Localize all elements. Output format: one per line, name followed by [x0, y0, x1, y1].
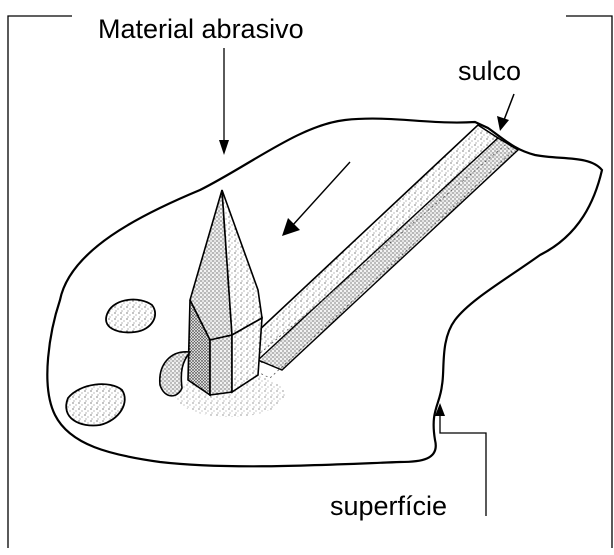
- pebble-upper: [106, 300, 155, 333]
- groove-pointer-arrow: [497, 94, 514, 131]
- abrasive-material-label: Material abrasivo: [92, 16, 310, 43]
- abrasive-pointer-arrow: [219, 48, 229, 155]
- surface-label: superfície: [330, 493, 447, 520]
- groove-label: sulco: [458, 58, 521, 85]
